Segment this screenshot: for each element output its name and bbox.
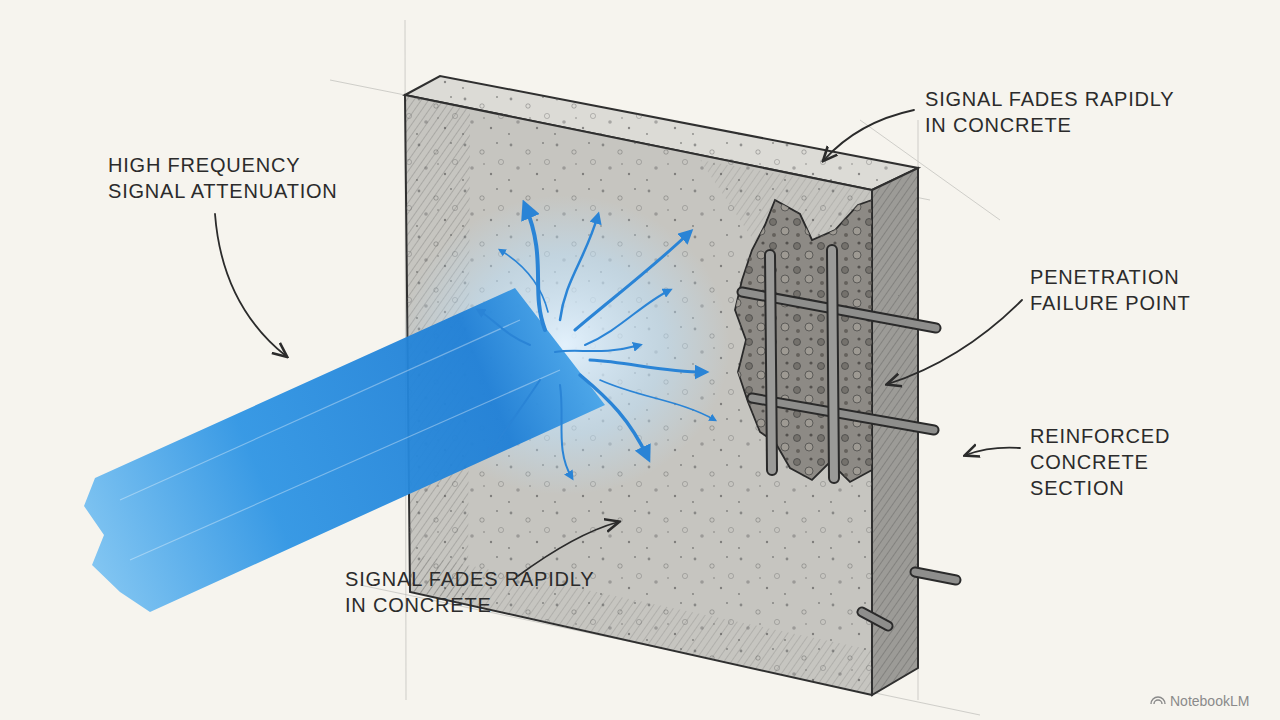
callout-label: REINFORCED CONCRETE SECTION bbox=[1030, 423, 1190, 501]
label-slot: NotebookLM bbox=[1170, 692, 1249, 710]
label-slot: HIGH FREQUENCY SIGNAL ATTENUATION bbox=[108, 152, 363, 204]
callout-label: SIGNAL FADES RAPIDLY IN CONCRETE bbox=[345, 566, 595, 618]
label-slot: SIGNAL FADES RAPIDLY IN CONCRETE bbox=[345, 566, 595, 618]
label-slot: SIGNAL FADES RAPIDLY IN CONCRETE bbox=[925, 86, 1195, 138]
callout-label: HIGH FREQUENCY SIGNAL ATTENUATION bbox=[108, 152, 363, 204]
watermark-icon bbox=[1151, 697, 1165, 704]
label-slot: PENETRATION FAILURE POINT bbox=[1030, 264, 1210, 316]
watermark: NotebookLM bbox=[1170, 692, 1249, 710]
label-slot: REINFORCED CONCRETE SECTION bbox=[1030, 423, 1190, 501]
callout-label: SIGNAL FADES RAPIDLY IN CONCRETE bbox=[925, 86, 1195, 138]
callout-label: PENETRATION FAILURE POINT bbox=[1030, 264, 1210, 316]
